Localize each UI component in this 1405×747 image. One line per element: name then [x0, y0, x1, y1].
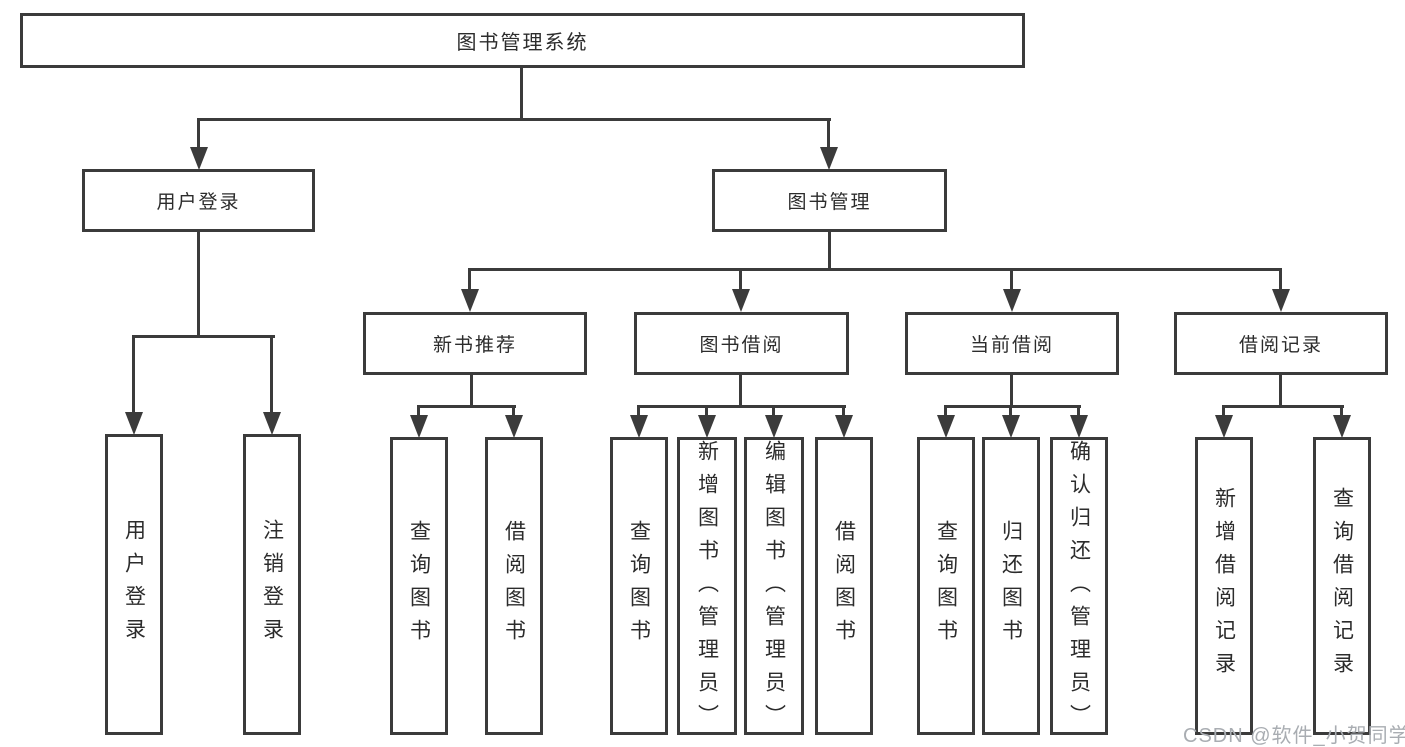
arrowhead-down [1215, 415, 1233, 438]
arrowhead-down [1002, 415, 1020, 438]
node-root: 图书管理系统 [20, 13, 1025, 68]
leaf-query-borrow-record: 查询借阅记录 [1313, 437, 1371, 735]
connector-stem [944, 405, 947, 418]
arrowhead-down [461, 289, 479, 312]
connector-stem [417, 405, 420, 418]
leaf-borrow-books: 借阅图书 [815, 437, 873, 735]
node-user-login: 用户登录 [82, 169, 315, 232]
connector-hline [1222, 405, 1344, 408]
arrowhead-down [765, 415, 783, 438]
arrowhead-down [263, 412, 281, 435]
arrowhead-down [732, 289, 750, 312]
leaf-query-books: 查询图书 [390, 437, 448, 735]
leaf-confirm-return-admin: 确认归还（管理员） [1050, 437, 1108, 737]
connector-vline [1279, 375, 1282, 407]
connector-vline [739, 375, 742, 407]
connector-stem [637, 405, 640, 418]
arrowhead-down [698, 415, 716, 438]
arrowhead-down [1272, 289, 1290, 312]
leaf-logout: 注销登录 [243, 434, 301, 735]
connector-stem [512, 405, 515, 418]
connector-stem [132, 335, 135, 415]
connector-hline [417, 405, 516, 408]
connector-vline [828, 232, 831, 270]
arrowhead-down [1003, 289, 1021, 312]
connector-hline [197, 118, 831, 121]
leaf-add-books-admin: 新增图书（管理员） [677, 437, 737, 737]
connector-hline [944, 405, 1081, 408]
leaf-borrow-books: 借阅图书 [485, 437, 543, 735]
connector-vline [520, 68, 523, 120]
node-new-book-recommend: 新书推荐 [363, 312, 587, 375]
arrowhead-down [835, 415, 853, 438]
arrowhead-down [125, 412, 143, 435]
arrowhead-down [630, 415, 648, 438]
leaf-user-login: 用户登录 [105, 434, 163, 735]
arrowhead-down [190, 147, 208, 170]
arrowhead-down [410, 415, 428, 438]
node-current-borrow: 当前借阅 [905, 312, 1119, 375]
connector-stem [705, 405, 708, 418]
connector-vline [470, 375, 473, 407]
connector-stem [772, 405, 775, 418]
connector-stem [1009, 405, 1012, 418]
connector-hline [132, 335, 275, 338]
arrowhead-down [1333, 415, 1351, 438]
connector-hline [637, 405, 846, 408]
connector-stem [1077, 405, 1080, 418]
connector-hline [468, 268, 1282, 271]
node-book-management: 图书管理 [712, 169, 947, 232]
connector-stem [197, 118, 200, 150]
connector-stem [1279, 268, 1282, 292]
connector-stem [270, 335, 273, 415]
connector-vline [1010, 375, 1013, 407]
leaf-add-borrow-record: 新增借阅记录 [1195, 437, 1253, 735]
leaf-query-books: 查询图书 [917, 437, 975, 735]
connector-stem [1222, 405, 1225, 418]
watermark: CSDN @软件_小贺同学 [1183, 725, 1405, 747]
connector-stem [1340, 405, 1343, 418]
connector-vline [197, 232, 200, 337]
arrowhead-down [1070, 415, 1088, 438]
node-book-borrow: 图书借阅 [634, 312, 849, 375]
leaf-query-books: 查询图书 [610, 437, 668, 735]
arrowhead-down [820, 147, 838, 170]
leaf-return-books: 归还图书 [982, 437, 1040, 735]
connector-stem [842, 405, 845, 418]
arrowhead-down [505, 415, 523, 438]
node-borrow-records: 借阅记录 [1174, 312, 1388, 375]
leaf-edit-books-admin: 编辑图书（管理员） [744, 437, 804, 737]
arrowhead-down [937, 415, 955, 438]
connector-stem [1010, 268, 1013, 292]
connector-stem [468, 268, 471, 292]
connector-stem [739, 268, 742, 292]
connector-stem [827, 118, 830, 150]
